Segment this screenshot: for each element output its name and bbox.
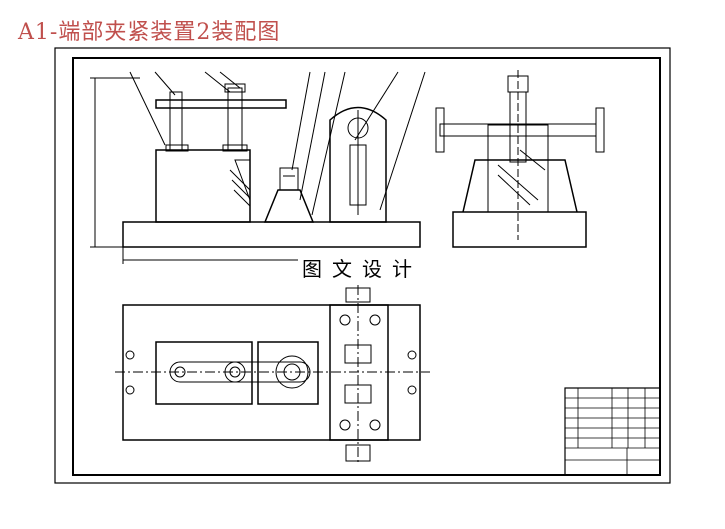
front-view <box>90 71 426 264</box>
watermark-text: 图文设计 <box>298 251 426 284</box>
inner-frame <box>72 57 661 476</box>
title-block <box>564 387 661 476</box>
side-view <box>435 70 605 248</box>
outer-frame <box>54 47 671 484</box>
top-view <box>115 285 430 465</box>
drawing-title: A1-端部夹紧装置2装配图 <box>18 20 281 45</box>
